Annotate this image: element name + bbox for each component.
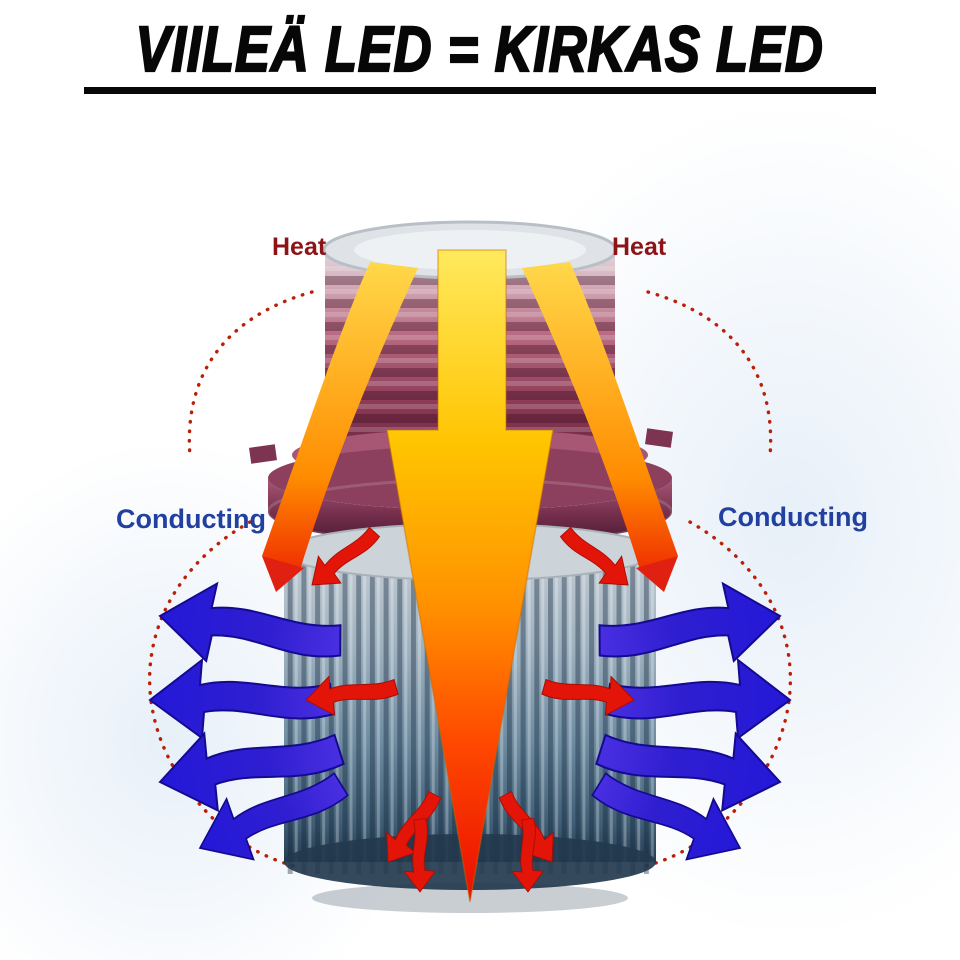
title-underline: [84, 87, 876, 95]
page-title: VIILEÄ LED = KIRKAS LED: [135, 13, 825, 85]
convection-dotted-paths: [147, 290, 793, 868]
conducting-label-left: Conducting: [116, 504, 266, 534]
conducting-label-right: Conducting: [718, 502, 868, 532]
convection-path-bottom-right: [644, 520, 793, 868]
convection-path-bottom-left: [147, 520, 296, 868]
heat-label-right: Heat: [612, 233, 667, 261]
convection-path-top-left: [187, 290, 314, 458]
heat-label-left: Heat: [272, 233, 327, 261]
heat-streak-right-tip: [636, 556, 678, 592]
heat-streaks: [262, 262, 678, 592]
heat-streak-left-tip: [262, 556, 304, 592]
heat-streak-right: [522, 262, 678, 570]
heat-streak-left: [262, 262, 418, 570]
central-heat-arrow: [386, 249, 554, 903]
title-block: VIILEÄ LED = KIRKAS LED: [0, 13, 960, 95]
